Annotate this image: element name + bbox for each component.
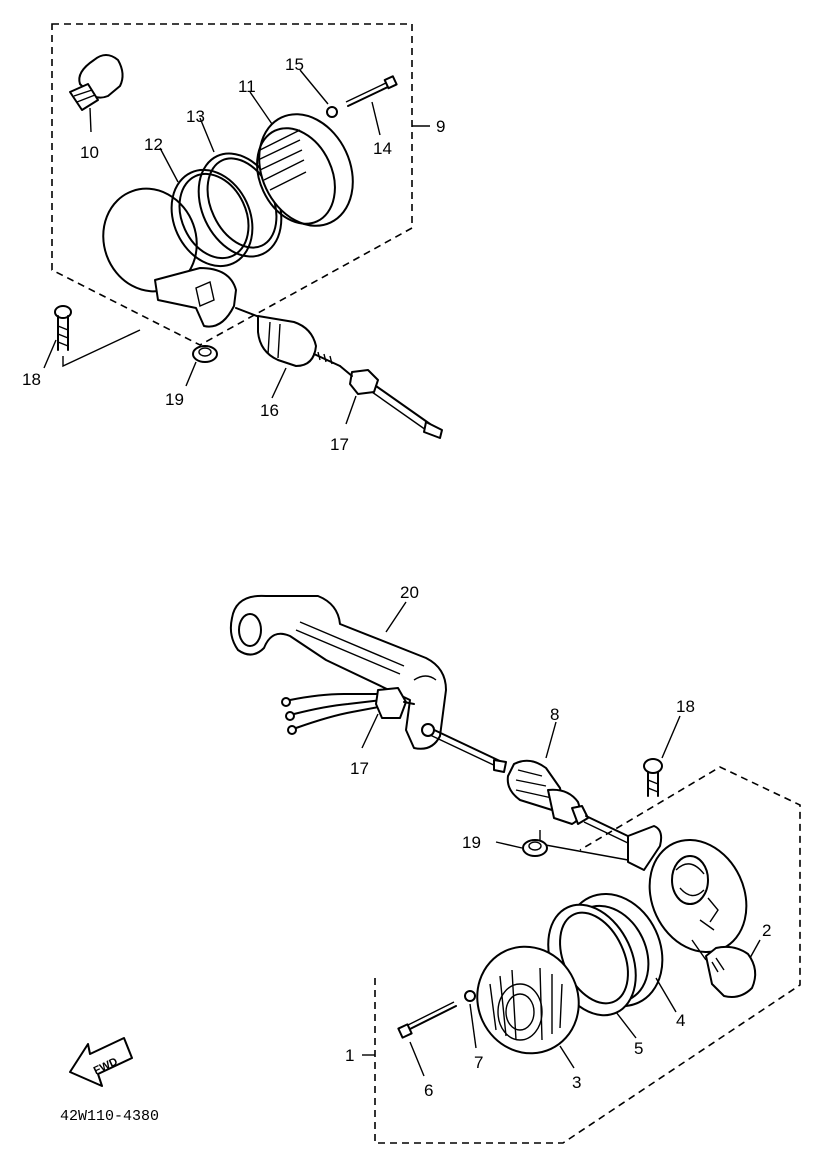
- drawing-code: 42W110-4380: [60, 1108, 159, 1125]
- label-part-17-upper: 17: [330, 435, 349, 454]
- label-part-11: 11: [238, 77, 256, 96]
- label-part-19-lower: 19: [462, 833, 481, 852]
- stem-8: [506, 721, 633, 845]
- label-part-15: 15: [285, 55, 304, 74]
- label-part-12: 12: [144, 135, 163, 154]
- housing-11: [249, 91, 354, 227]
- assembly-boundary-1: [374, 766, 801, 1144]
- bulb-2: [691, 939, 761, 998]
- assembly-boundary-9: [51, 23, 413, 346]
- screw-14: [345, 75, 398, 136]
- bolt-18-upper: [43, 305, 141, 369]
- washer-19-upper: [185, 345, 218, 387]
- label-part-10: 10: [80, 143, 99, 162]
- label-part-18-upper: 18: [22, 370, 41, 389]
- label-part-6: 6: [424, 1081, 433, 1100]
- label-part-13: 13: [186, 107, 205, 126]
- shaft: [421, 723, 507, 773]
- label-part-8: 8: [550, 705, 559, 724]
- wire-harness: [281, 687, 415, 749]
- lens-3: [476, 945, 580, 1069]
- label-part-9: 9: [436, 117, 445, 136]
- bulb-10: [69, 54, 124, 133]
- forward-arrow-icon: FWD: [69, 1037, 133, 1087]
- label-part-20: 20: [400, 583, 419, 602]
- label-part-5: 5: [634, 1039, 643, 1058]
- bolt-18-lower: [643, 715, 681, 797]
- upper-flasher-assembly: 10 12 13 11 15 14 9 18 19 16 17: [22, 23, 445, 454]
- washer-19-lower: [495, 839, 548, 857]
- label-part-1: 1: [345, 1046, 354, 1065]
- lower-housing: [539, 825, 748, 954]
- label-part-2: 2: [762, 921, 771, 940]
- lower-flasher-assembly: 20 8 18 17 19 2 4 5 1 7 3 6: [229, 583, 801, 1144]
- label-part-14: 14: [373, 139, 392, 158]
- label-part-19-upper: 19: [165, 390, 184, 409]
- screw-6: [397, 1001, 457, 1077]
- label-part-16: 16: [260, 401, 279, 420]
- bracket-20: [229, 594, 447, 750]
- label-part-17-lower: 17: [350, 759, 369, 778]
- label-part-18-lower: 18: [676, 697, 695, 716]
- label-part-7: 7: [474, 1053, 483, 1072]
- stem-16: [235, 307, 341, 399]
- nut-17-upper: [339, 365, 443, 439]
- nut-7: [464, 990, 477, 1049]
- label-part-4: 4: [676, 1011, 685, 1030]
- label-part-3: 3: [572, 1073, 581, 1092]
- rim-ring-12: [159, 147, 254, 268]
- nut-15: [299, 69, 338, 118]
- mounting-bracket: [154, 267, 237, 328]
